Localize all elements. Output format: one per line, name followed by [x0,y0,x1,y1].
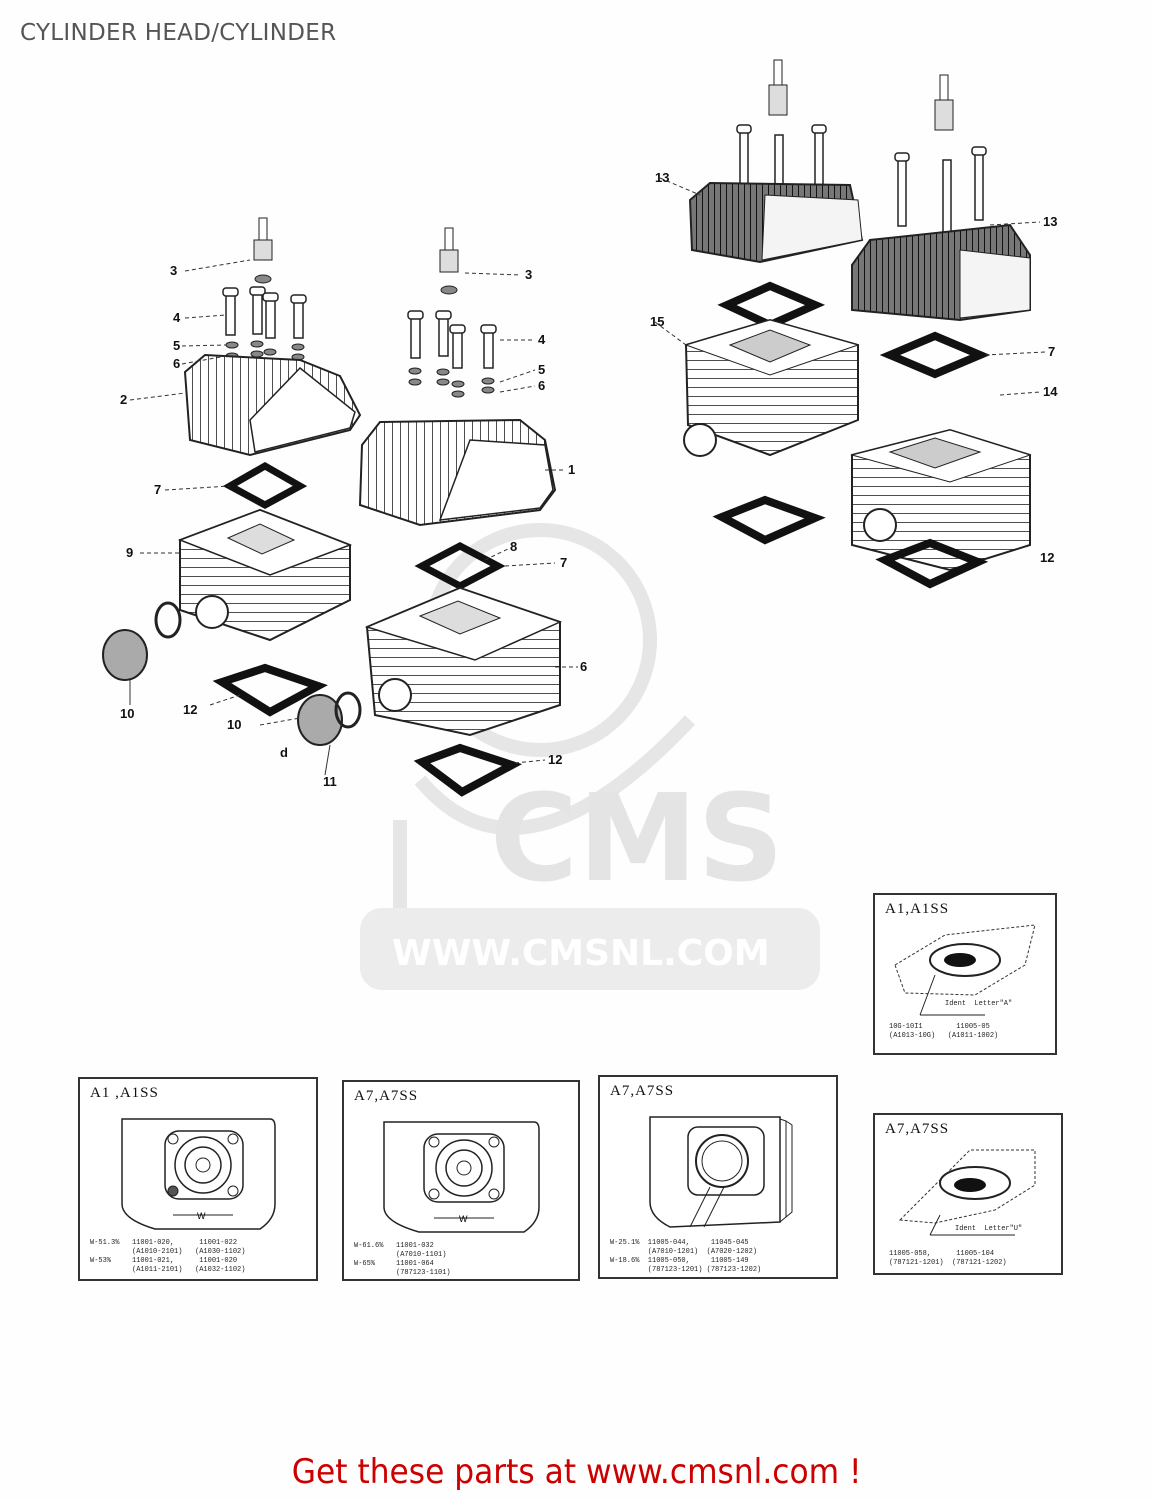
cylinder-head-icon [358,418,557,527]
callout-label: 3 [170,263,177,278]
callout-label: 7 [560,555,567,570]
callout-label: 11 [323,774,337,789]
callout-label: 3 [525,267,532,282]
callout-label: d [280,745,288,760]
ident-letter-note: Ident Letter"U" [955,1225,1023,1233]
callout-label: 13 [1043,214,1057,229]
inset-a1-ident: A1,A1SS Ident Letter"A" 10G-10I1 11005-0… [873,893,1057,1055]
bolt-icon [407,310,497,369]
spark-plug-icon [439,227,459,295]
svg-text:WWW.CMSNL.COM: WWW.CMSNL.COM [392,933,770,974]
gasket-icon [414,542,506,590]
bolt-icon [222,286,307,339]
inset-title: A1 ,A1SS [90,1085,159,1101]
callout-label: 9 [126,545,133,560]
o-ring-icon [334,691,362,729]
inset-title: A7,A7SS [354,1088,419,1104]
callout-label: 1 [568,462,575,477]
gasket-ident-icon [894,924,1036,1016]
callout-label: 5 [173,338,180,353]
cylinder-port-view-icon [649,1116,793,1228]
part-number-notes: W-51.3% 11001-020, 11001-022 (A1010-2101… [90,1239,246,1274]
gasket-icon [717,281,826,330]
callout-label: 14 [1043,384,1058,399]
callout-label: 10 [120,706,134,721]
svg-text:W: W [459,1214,468,1224]
exhaust-nut-icon [297,694,343,746]
callout-label: 12 [548,752,562,767]
callout-label: 4 [173,310,181,325]
callout-label: 5 [538,362,545,377]
callout-label: 13 [655,170,669,185]
callout-label: 12 [183,702,197,717]
cylinder-top-view-icon: W [121,1118,276,1230]
part-number-notes: 10G-10I1 11005-05 (A1013-10G) (A1011-100… [889,1023,999,1040]
gasket-icon [212,663,328,717]
spark-plug-icon [934,74,954,131]
o-ring-icon [154,601,182,639]
gasket-icon [875,538,989,589]
callout-label: 12 [1040,550,1054,565]
inset-a1-width: A1 ,A1SS W W-51.3% 11001-020, 11001-022 … [78,1077,318,1281]
callout-label: 2 [120,392,127,407]
callout-label: 10 [227,717,241,732]
callout-label: 7 [1048,344,1055,359]
washer-icon [225,340,305,361]
callout-label: 4 [538,332,546,347]
inset-a7-ident: A7,A7SS Ident Letter"U" 11005-058, 11005… [873,1113,1063,1275]
callout-label: 6 [580,659,587,674]
inset-title: A1,A1SS [885,901,950,917]
footer-text[interactable]: Get these parts at www.cmsnl.com ! [291,1452,862,1492]
gasket-icon [413,743,523,797]
svg-text:W: W [197,1211,206,1221]
svg-text:CMS: CMS [490,770,784,909]
inset-title: A7,A7SS [610,1083,675,1099]
callout-label: 6 [173,356,180,371]
callout-label: 6 [538,378,545,393]
washer-icon [408,367,495,398]
callout-label: 7 [154,482,161,497]
part-number-notes: 11005-058, 11005-104 (787121-1201) (7871… [889,1250,1007,1267]
cylinder-block-icon [177,508,353,642]
gasket-ident-icon [898,1149,1036,1236]
callout-label: 8 [510,539,517,554]
ident-letter-note: Ident Letter"A" [945,1000,1013,1008]
spark-plug-icon [768,59,788,116]
inset-a7-port: A7,A7SS W-25.1% 11005-044, 11045-045 (A7… [598,1075,838,1279]
spark-plug-icon [253,217,273,284]
cylinder-head-icon [183,353,362,457]
cylinder-top-view-icon: W [383,1121,540,1233]
get-parts-link[interactable]: Get these parts at www.cmsnl.com ! [0,1452,1153,1492]
inset-a7-width: A7,A7SS W W-61.6% 11001-032 (A7010-1101)… [342,1080,580,1281]
callout-label: 15 [650,314,664,329]
page-title: CYLINDER HEAD/CYLINDER [20,20,337,46]
cylinder-block-icon [364,586,563,737]
gasket-icon [712,495,826,545]
gasket-icon [879,331,991,379]
exhaust-nut-icon [102,629,148,681]
inset-title: A7,A7SS [885,1121,950,1137]
part-number-notes: W-61.6% 11001-032 (A7010-1101) W-65% 110… [354,1242,451,1277]
gasket-icon [222,461,308,509]
part-number-notes: W-25.1% 11005-044, 11045-045 (A7010-1201… [610,1239,762,1274]
